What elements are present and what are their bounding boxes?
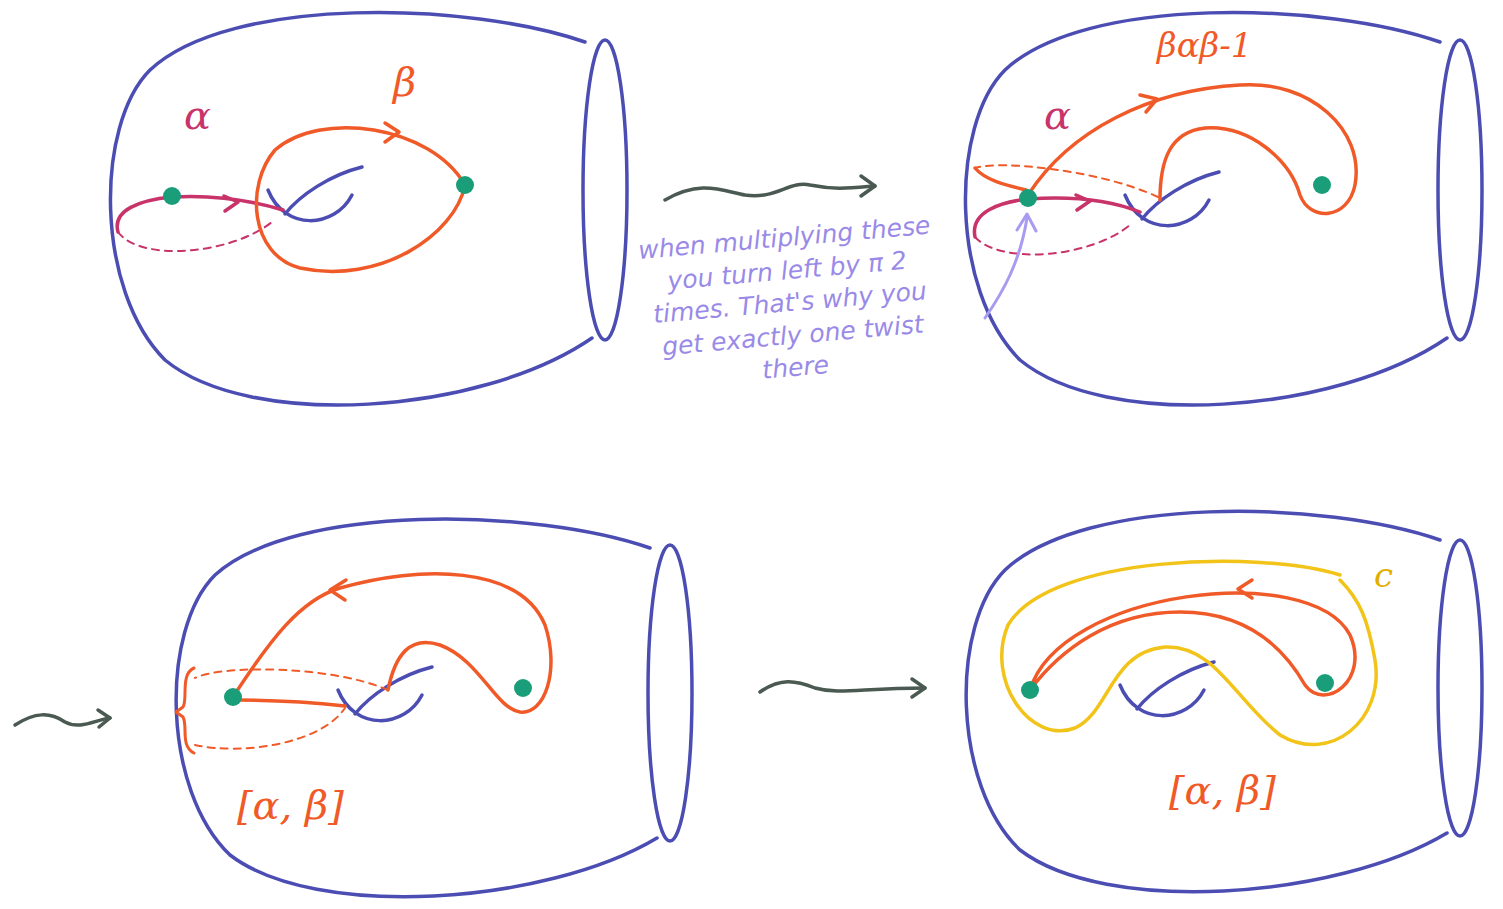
genus-handle <box>285 167 362 214</box>
puncture-point <box>1316 674 1334 692</box>
squiggle-arrow <box>15 715 110 725</box>
commutator-label: [α, β] <box>1169 768 1276 812</box>
arrow-head <box>385 123 399 142</box>
conjugate-curve <box>1028 85 1356 214</box>
arrow-head <box>330 580 346 600</box>
squiggle-arrow <box>665 184 875 200</box>
arrow-head <box>1017 214 1036 231</box>
commutator-curve <box>238 700 345 706</box>
base-point <box>163 187 181 205</box>
surface-outline <box>965 13 1447 405</box>
arrow-head <box>1140 95 1157 112</box>
boundary-circle <box>1438 540 1482 836</box>
commutator-curve-hidden <box>195 669 388 690</box>
boundary-circle <box>583 40 627 340</box>
commutator-curve <box>1030 593 1355 695</box>
curve-c <box>1002 561 1376 744</box>
base-point <box>1021 681 1039 699</box>
arrow-head <box>912 679 925 697</box>
twist-bracket <box>176 668 194 753</box>
arrow-head <box>861 176 875 196</box>
boundary-circle <box>1438 40 1482 340</box>
arrow-head <box>1076 195 1090 210</box>
puncture-point <box>514 679 532 697</box>
genus-handle <box>338 690 422 721</box>
arrow-head <box>224 196 238 211</box>
commutator-curve-hidden <box>195 708 345 749</box>
genus-handle <box>1120 685 1204 716</box>
curve-label: βαβ-1 <box>1157 27 1252 64</box>
alpha-curve-hidden <box>975 225 1130 254</box>
surface-outline <box>966 511 1447 891</box>
conjugate-curve <box>975 168 1026 190</box>
curve-label: α <box>184 93 211 137</box>
surface-outline <box>110 13 592 405</box>
squiggle-arrow <box>760 682 925 692</box>
base-point <box>224 688 242 706</box>
handwritten-note: when multiplying these you turn left by … <box>633 209 946 397</box>
beta-curve <box>256 128 465 272</box>
curve-label: β <box>393 60 416 104</box>
surface-outline <box>176 519 657 897</box>
conjugate-curve-hidden <box>975 165 1158 197</box>
genus-handle <box>1137 662 1214 709</box>
arrow-head <box>1238 580 1252 598</box>
leader-line <box>985 218 1027 318</box>
commutator-curve <box>233 574 551 712</box>
genus-handle <box>268 190 352 221</box>
alpha-curve-hidden <box>118 222 272 251</box>
curve-label: c <box>1374 557 1393 594</box>
puncture-point <box>456 176 474 194</box>
alpha-curve <box>974 198 1140 237</box>
boundary-circle <box>648 545 692 841</box>
puncture-point <box>1313 176 1331 194</box>
base-point <box>1019 189 1037 207</box>
curve-label: α <box>1044 93 1071 137</box>
arrow-head <box>98 710 110 727</box>
commutator-label: [α, β] <box>237 783 344 827</box>
